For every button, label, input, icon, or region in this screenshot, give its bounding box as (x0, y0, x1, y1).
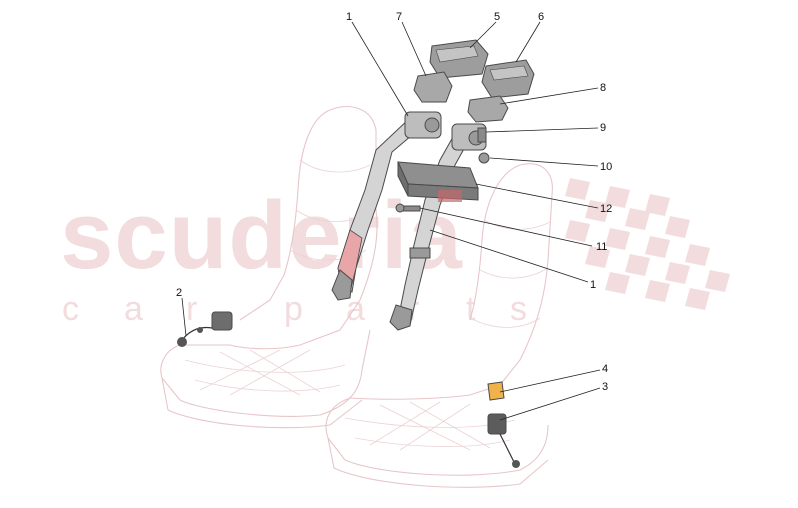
watermark-brand: scuderia (60, 182, 463, 289)
callout-label: 2 (176, 287, 182, 299)
left-seat (160, 106, 378, 429)
trim-cover-7 (413, 71, 453, 103)
trim-cover-5 (429, 39, 489, 79)
callout-label: 11 (596, 241, 607, 253)
seat-belt-left (331, 111, 442, 301)
callout-label: 5 (494, 11, 500, 23)
callout-label: 12 (600, 203, 612, 215)
callout-label: 1 (346, 11, 352, 23)
callout-label: 1 (590, 279, 596, 291)
watermark-letter: t (466, 290, 476, 328)
belt-control-module (397, 161, 479, 202)
callout-label: 4 (602, 363, 608, 375)
watermark-tagline: c a r p a r t s (62, 290, 527, 328)
watermark-letter: r (186, 290, 197, 328)
washer-10 (478, 152, 490, 164)
callout-label: 3 (602, 381, 608, 393)
callout-label: 7 (396, 11, 402, 23)
watermark-letter: a (124, 290, 143, 328)
callout-labels: 1 1 2 3 4 5 6 7 8 9 10 11 12 (176, 11, 612, 393)
watermark-flag (565, 178, 730, 310)
trim-cover-6 (481, 59, 535, 99)
watermark-letter: p (284, 290, 303, 328)
seat-belt-right (389, 123, 487, 331)
screw-9 (477, 127, 487, 143)
callout-label: 10 (600, 161, 612, 173)
callout-label: 9 (600, 122, 606, 134)
pad-4 (487, 381, 505, 401)
callout-label: 6 (538, 11, 544, 23)
watermark-letter: c (62, 290, 79, 328)
buckle-3 (487, 413, 520, 468)
callout-label: 8 (600, 82, 606, 94)
trim-cover-8 (467, 95, 509, 123)
watermark-letter: s (510, 290, 527, 328)
harness-2 (177, 311, 233, 347)
leader-lines (181, 21, 601, 421)
bolt-11 (395, 203, 421, 213)
right-seat (325, 163, 553, 488)
